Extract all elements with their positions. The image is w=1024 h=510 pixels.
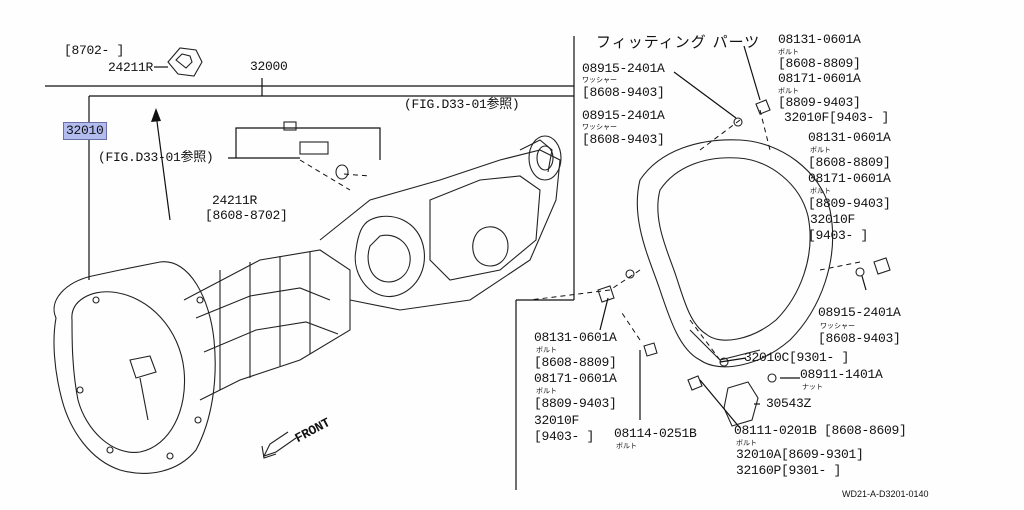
label-l1-range: [8608-9403]: [582, 85, 665, 100]
transmission-illustration: [53, 135, 562, 474]
label-32000: 32000: [250, 59, 288, 74]
label-b1-range: [8608-8809]: [534, 355, 617, 370]
arrow-head-icon: [151, 108, 161, 122]
label-r3-num: 32010F: [784, 110, 830, 125]
label-l2-range: [8608-9403]: [582, 132, 665, 147]
label-l1-num: 08915-2401A: [582, 61, 665, 76]
label-r1-range: [8608-8809]: [778, 56, 861, 71]
label-m3-num: 32010F: [810, 212, 856, 227]
label-b3-range: [9403- ]: [534, 429, 595, 444]
label-rr-range: [8608-9403]: [818, 331, 901, 346]
label-r2-range: [8809-9403]: [778, 95, 861, 110]
label-r3-range: [9403- ]: [829, 110, 890, 125]
label-b1-kana: ボルト: [536, 346, 557, 354]
label-d1-num: 08111-0201B [8608-8609]: [734, 423, 907, 438]
label-m2-kana: ボルト: [810, 187, 831, 195]
label-r3: 32010F[9403- ]: [784, 111, 889, 125]
label-24211r-range: [8608-8702]: [205, 208, 288, 223]
label-r2-num: 08171-0601A: [778, 71, 861, 86]
label-l2-kana: ワッシャー: [582, 123, 617, 131]
label-r2-kana: ボルト: [778, 87, 799, 95]
label-m3-range: [9403- ]: [808, 228, 869, 243]
label-8702: [8702- ]: [64, 43, 125, 58]
label-b2-kana: ボルト: [536, 387, 557, 395]
label-r1-kana: ボルト: [778, 48, 799, 56]
label-b1-num: 08131-0601A: [534, 330, 617, 345]
label-m1-num: 08131-0601A: [808, 130, 891, 145]
label-b4-kana: ボルト: [616, 442, 637, 450]
label-fig-ref-left: (FIG.D33-01参照): [98, 150, 214, 165]
label-m1-kana: ボルト: [810, 146, 831, 154]
dashed-leaders: [299, 109, 861, 361]
label-b2-num: 08171-0601A: [534, 371, 617, 386]
clip-part-icon: [154, 47, 203, 77]
label-c3: 30543Z: [766, 396, 812, 411]
label-r1-num: 08131-0601A: [778, 32, 861, 47]
bellhousing-cover-illustration: [636, 139, 834, 368]
label-m2-range: [8809-9403]: [808, 196, 891, 211]
label-b2-range: [8809-9403]: [534, 396, 617, 411]
label-rr-num: 08915-2401A: [818, 305, 901, 320]
label-b4-num: 08114-0251B: [614, 426, 697, 441]
label-d2: 32010A[8609-9301]: [736, 447, 864, 462]
label-d3: 32160P[9301- ]: [736, 463, 842, 478]
label-m1-range: [8608-8809]: [808, 155, 891, 170]
arrow-shaft: [155, 113, 171, 221]
label-m2-num: 08171-0601A: [808, 171, 891, 186]
label-l1-kana: ワッシャー: [582, 76, 617, 84]
label-24211r-top: 24211R: [108, 60, 154, 75]
seal-parts-icon: [283, 121, 349, 180]
label-fig-ref-right: (FIG.D33-01参照): [404, 97, 520, 112]
label-rr-kana: ワッシャー: [820, 322, 855, 330]
label-b3-num: 32010F: [534, 413, 580, 428]
fitting-parts-title: フィッティング パーツ: [596, 33, 761, 51]
front-arrow-icon: [261, 431, 297, 459]
label-c2-num: 08911-1401A: [800, 367, 883, 382]
label-d1-kana: ボルト: [736, 439, 757, 447]
seal-bracket: [235, 127, 381, 160]
label-l2-num: 08915-2401A: [582, 108, 665, 123]
label-24211r-mid: 24211R: [212, 193, 258, 208]
label-c2-kana: ナット: [802, 383, 823, 391]
drawing-code: WD21-A-D3201-0140: [842, 489, 929, 499]
label-32010-highlight[interactable]: 32010: [63, 122, 107, 140]
label-c1: 32010C[9301- ]: [744, 350, 850, 365]
label-leaders: [599, 45, 867, 429]
